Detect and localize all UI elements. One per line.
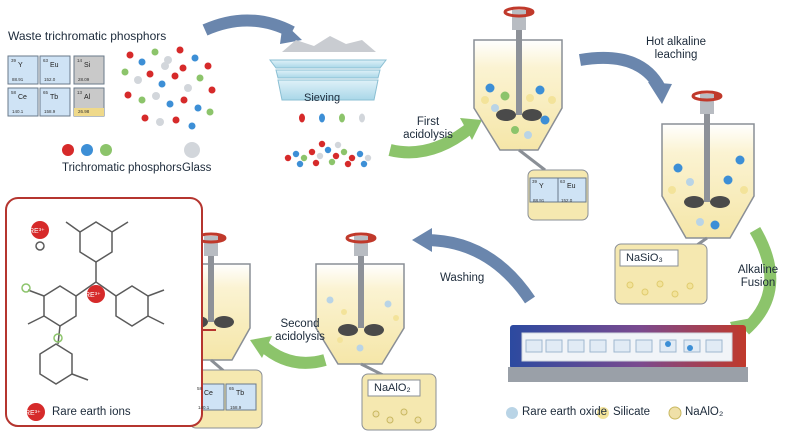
- rare-earth-ions-label: Rare earth ions: [52, 406, 131, 418]
- bottom-legend-swatches: [506, 406, 682, 420]
- reactor-first: [473, 6, 563, 172]
- alkaline-fusion-label: Alkaline Fusion: [737, 264, 779, 289]
- glass-label: Glass: [182, 162, 212, 174]
- reactor-third: [315, 232, 405, 378]
- second-acidolysis-label: Second acidolysis: [275, 318, 325, 343]
- sieving-label: Sieving: [304, 92, 341, 104]
- re3-badge-label-legend: RE³⁺: [25, 410, 41, 417]
- legend-silicate: Silicate: [613, 406, 651, 418]
- legend-rare-earth-oxide: Rare earth oxide: [522, 406, 608, 418]
- arrow-hot-alkaline: [579, 51, 672, 104]
- phosphor-legend-dots: [62, 142, 200, 158]
- sieve: [269, 36, 387, 101]
- re3-badge-label: RE³⁺: [29, 228, 45, 235]
- beaker-naalo2: [361, 373, 437, 431]
- beaker-first-product: [527, 169, 589, 221]
- waste-title: Waste trichromatic phosphors: [8, 29, 167, 43]
- nasio3-label: NaSiO₃: [626, 252, 663, 264]
- naalo2-label: NaAlO₂: [374, 382, 411, 394]
- arrow-to-sieving: [202, 14, 302, 44]
- beaker-nasio3: [614, 243, 708, 305]
- arrow-washing: [412, 228, 535, 304]
- falling-particles: [299, 113, 365, 123]
- arrow-first-acidolysis: [388, 118, 482, 159]
- periodic-cells: [7, 55, 105, 117]
- legend-naalo2: NaAlO₂: [685, 406, 724, 418]
- hot-alkaline-label: Hot alkaline leaching: [645, 36, 707, 61]
- arrow-second-acidolysis: [250, 336, 327, 369]
- molecule-structure-box: [5, 197, 216, 427]
- phosphor-particle-cloud: [121, 46, 216, 130]
- washing-label: Washing: [440, 272, 485, 284]
- reactor-second: [661, 90, 755, 252]
- trichromatic-label: Trichromatic phosphors: [62, 162, 182, 174]
- first-acidolysis-label: First acidolysis: [403, 116, 453, 141]
- re3-badge-label-center: RE³⁺: [85, 292, 101, 299]
- fusion-furnace: [508, 325, 748, 382]
- sieved-pile: [284, 140, 372, 168]
